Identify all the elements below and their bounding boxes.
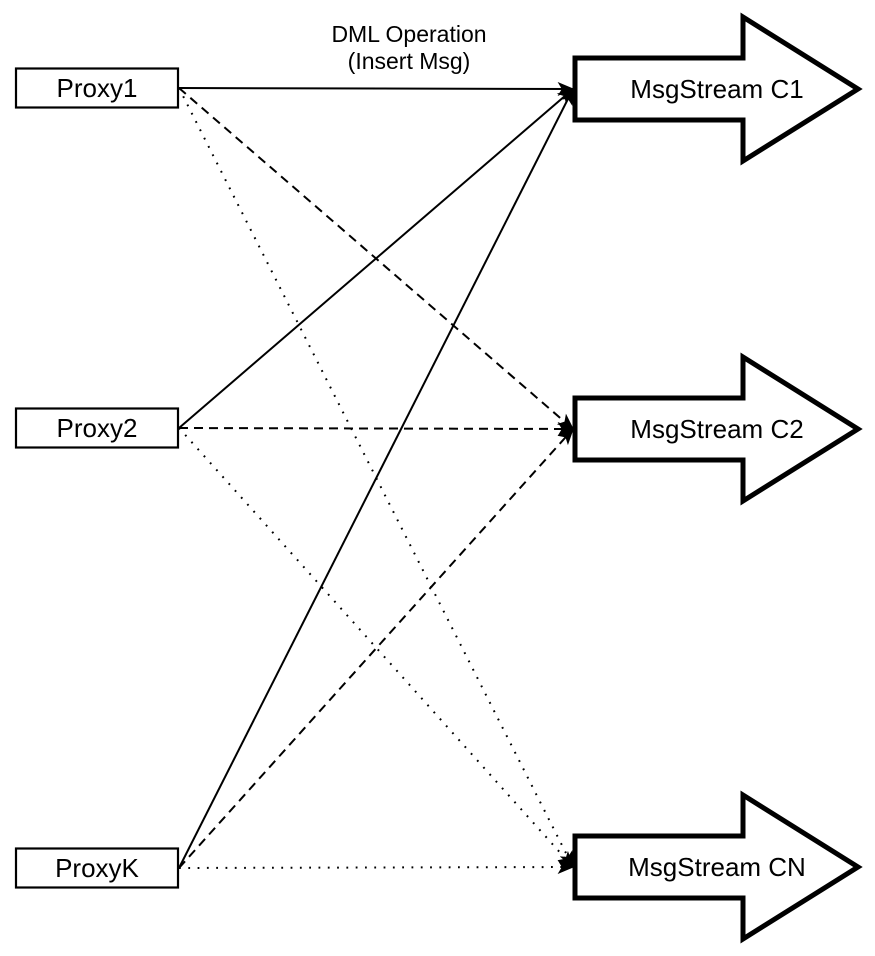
block-arrow-right-icon — [572, 352, 863, 506]
stream-node-c2: MsgStream C2 — [572, 352, 863, 506]
stream-label-c1: MsgStream C1 — [630, 74, 803, 104]
block-arrow-right-icon — [572, 790, 863, 944]
stream-layer: MsgStream C1 MsgStream C2 MsgStream CN — [572, 12, 863, 944]
proxy-box — [14, 847, 180, 889]
edge-proxy1-c2 — [178, 87, 575, 430]
stream-label-cn: MsgStream CN — [628, 852, 806, 882]
stream-node-cn: MsgStream CN — [572, 790, 863, 944]
edge-layer — [178, 81, 575, 875]
stream-node-c1: MsgStream C1 — [572, 12, 863, 166]
proxy-box — [14, 407, 180, 449]
proxy-label-proxyK: ProxyK — [55, 853, 139, 883]
proxy-node-proxyK: ProxyK — [14, 847, 180, 889]
edge-proxyK-cn — [178, 860, 575, 875]
diagram-title-line2: (Insert Msg) — [348, 48, 471, 74]
proxy-label-proxy1: Proxy1 — [57, 73, 138, 103]
proxy-node-proxy2: Proxy2 — [14, 407, 180, 449]
block-arrow-right-icon — [572, 12, 863, 166]
edge-proxy2-c2 — [178, 421, 575, 436]
proxy-node-proxy1: Proxy1 — [14, 67, 180, 109]
edge-proxyK-c2 — [178, 427, 574, 869]
stream-label-c2: MsgStream C2 — [630, 414, 803, 444]
proxy-box — [14, 67, 180, 109]
proxy-label-proxy2: Proxy2 — [57, 413, 138, 443]
proxy-layer: Proxy1 Proxy2 ProxyK — [14, 67, 180, 889]
edge-proxy1-c1 — [178, 81, 575, 96]
diagram-title-line1: DML Operation — [331, 21, 486, 47]
